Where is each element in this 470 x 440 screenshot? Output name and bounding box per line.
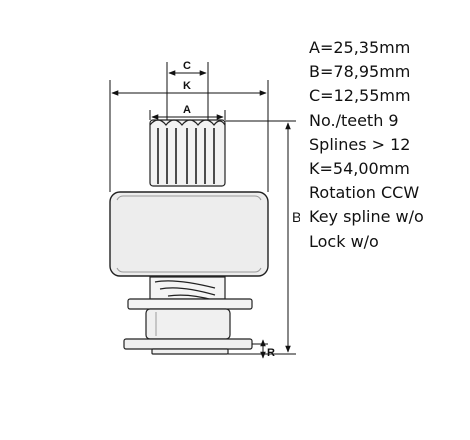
dimension-b-label: B	[292, 209, 300, 225]
spec-rotation: Rotation CCW	[309, 183, 420, 203]
starter-drive-drawing: C K A B R	[109, 60, 300, 359]
spec-teeth: No./teeth 9	[309, 110, 399, 130]
drive-spring	[127, 276, 253, 310]
dimension-r-label: R	[267, 347, 275, 359]
dimension-a	[149, 110, 226, 120]
spec-list: A=25,35mm B=78,95mm C=12,55mm No./teeth …	[309, 36, 467, 254]
spec-lock: Lock w/o	[309, 231, 379, 251]
dimension-k	[109, 80, 269, 192]
dimension-a-label: A	[183, 104, 191, 116]
spec-splines: Splines > 12	[309, 134, 411, 154]
spec-b: B=78,95mm	[309, 62, 411, 82]
dimension-c-label: C	[183, 60, 191, 72]
dimension-k-label: K	[183, 80, 191, 92]
spec-k: K=54,00mm	[309, 159, 410, 179]
pinion-gear	[149, 119, 226, 187]
dimension-r	[252, 339, 268, 359]
spec-key-spline: Key spline w/o	[309, 207, 424, 227]
spec-c: C=12,55mm	[309, 86, 411, 106]
spec-a: A=25,35mm	[309, 38, 411, 57]
drive-sleeve	[123, 308, 253, 355]
clutch-housing	[109, 191, 269, 277]
